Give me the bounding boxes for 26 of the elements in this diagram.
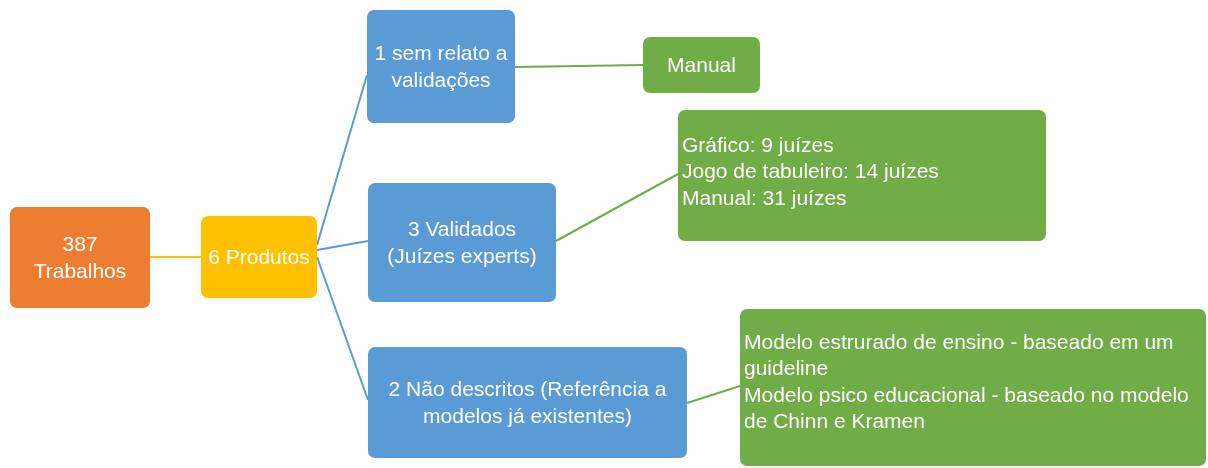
node-label: 1 sem relato a validações [373,40,509,93]
node-label: Gráfico: 9 juízes [682,132,834,158]
node-label: Manual [667,51,736,78]
process-box [201,216,317,298]
process-box [678,110,1046,241]
node-label: Modelo psico educacional - baseado no modelo de Chinn e Kramen [744,381,1190,434]
process-box [368,347,687,458]
process-box [643,37,760,93]
process-box [368,183,556,302]
connector-line [514,64,644,68]
process-box [367,10,515,123]
node-label: 6 Produtos [208,243,310,270]
connector-line [316,240,369,251]
node-label: 2 Não descritos (Referência a modelos já existentes) [387,376,668,429]
node-label: 3 Validados (Juízes experts) [386,216,538,269]
connector-line [316,74,368,246]
process-box [740,309,1206,466]
connector-line [316,256,369,401]
connector-line [149,256,202,258]
node-label: Manual: 31 juízes [682,184,847,211]
node-label: Modelo estrurado de ensino - baseado em um guideline [744,329,1175,382]
connector-line [555,173,679,242]
node-label: 387 Trabalhos [32,231,128,284]
connector-line [686,385,741,404]
node-label: Jogo de tabuleiro: 14 juízes [682,158,939,185]
process-box [10,207,150,308]
